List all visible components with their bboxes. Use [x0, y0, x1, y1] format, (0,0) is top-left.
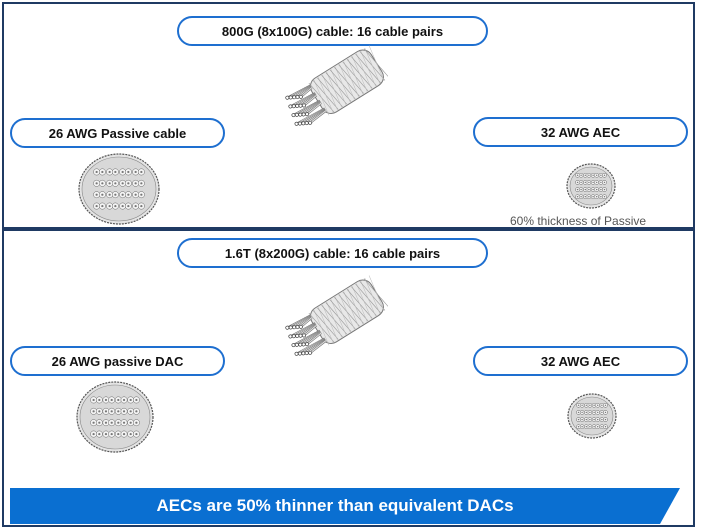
label-pill-32awg-aec-800g: 32 AWG AEC	[473, 117, 688, 147]
thickness-note: 60% thickness of Passive	[510, 214, 647, 228]
label-pill-26awg-passive-cable: 26 AWG Passive cable	[10, 118, 225, 148]
cable-bundle-1-6t	[278, 272, 390, 377]
title-pill-1-6t: 1.6T (8x200G) cable: 16 cable pairs	[177, 238, 488, 268]
cross-section-32awg-800g	[566, 163, 616, 209]
title-pill-800g: 800G (8x100G) cable: 16 cable pairs	[177, 16, 488, 46]
cable-bundle-800g	[278, 42, 390, 147]
label-pill-32awg-aec-1-6t: 32 AWG AEC	[473, 346, 688, 376]
conclusion-banner: AECs are 50% thinner than equivalent DAC…	[10, 488, 680, 524]
cross-section-32awg-1-6t	[567, 393, 617, 439]
cross-section-26awg-800g	[78, 153, 160, 225]
cross-section-26awg-1-6t	[76, 381, 154, 453]
panel-1-6t	[2, 229, 695, 527]
conclusion-text: AECs are 50% thinner than equivalent DAC…	[156, 496, 514, 515]
label-pill-26awg-passive-dac: 26 AWG passive DAC	[10, 346, 225, 376]
